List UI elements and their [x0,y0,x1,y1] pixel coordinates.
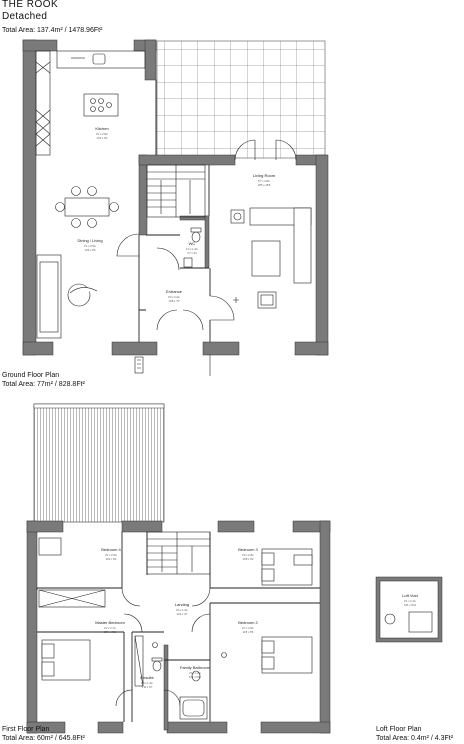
first-floor-walls [26,520,331,734]
room-dims: 6'11 x 5'11 [189,675,202,679]
room-dims: 3'1 x 2.8m [96,132,108,136]
first-floor-title: First Floor Plan [2,726,50,733]
wc-fittings [183,227,202,268]
room-name-bedroom-3: Bedroom 3 [238,547,258,552]
loft-floor-plan [375,576,443,643]
room-dims: 3'3 x 2.8m [242,553,254,557]
bathroom-fittings [134,635,227,720]
room-dims: 18'5 x 15'8 [258,183,271,187]
room-dims: 4'1 x 2.9m [84,244,96,248]
page-subtitle: Detached [2,11,48,22]
ground-floor-walls [22,39,329,356]
room-dims: 10'2 x 8'2 [106,557,117,561]
dining-table [55,186,119,228]
ground-floor-area: Total Area: 77m² / 828.8Ft² [2,381,85,389]
room-dims: 1'4 x 1.3m [186,247,198,251]
first-floor-caption: First Floor Plan Total Area: 60m² / 645.… [2,725,85,744]
room-dims: 11'8 x 8'6 [243,630,254,634]
room-name-family-bathroom: Family Bathroom [180,665,211,670]
room-dims: 3'3 x 2.2m [168,295,180,299]
room-name-kitchen: Kitchen [95,126,108,131]
room-name-entrance: Entrance [166,289,183,294]
room-dims: 10'8 x 7'2 [169,299,180,303]
room-dims: 10'8 x 9'2 [243,557,254,561]
room-name-landing: Landing [175,602,189,607]
room-dims: 10'2 x 9'2 [97,136,108,140]
front-step [134,355,211,376]
room-name-bedroom-4: Bedroom 4 [101,547,121,552]
ground-floor-caption: Ground Floor Plan Total Area: 77m² / 828… [2,371,85,390]
room-dims: 5'7 x 4.8m [258,179,270,183]
first-floor-stairs [146,531,211,575]
first-floor-plan [26,403,331,734]
living-furniture-left [36,254,98,339]
first-floor-doors [115,587,211,707]
room-dims: 6'11 x 6'11 [404,603,417,607]
first-floor-area: Total Area: 60m² / 645.8Ft² [2,735,85,743]
ground-floor-stairs [146,164,206,218]
loft-floor-title: Loft Floor Plan [376,726,422,733]
loft-floor-area: Total Area: 0.4m² / 4.3Ft² [376,735,454,743]
total-area: Total Area: 137.4m² / 1478.96Ft² [2,27,103,34]
patio [156,40,326,159]
room-dims: 2'1 x 2.1m [404,599,416,603]
room-name-dining-living: Dining / Living [77,238,102,243]
ground-floor-plan [22,39,329,376]
room-name-master-bedroom: Master Bedroom [95,620,125,625]
room-dims: 14'4 x 4'7 [177,612,188,616]
room-labels: Kitchen 3'1 x 2.8m 10'2 x 9'2 Dining / L… [77,126,417,689]
ground-floor-doors [116,139,297,331]
room-dims: 13'4 x 9'6 [85,248,96,252]
ground-floor-interior-lines [138,80,211,342]
room-name-loft-void: Loft Void [402,593,418,598]
living-room-furniture [230,207,312,309]
room-dims: 5'11 x 4'7 [142,685,153,689]
room-dims: 2'1 x 1.8m [189,671,201,675]
room-dims: 1'8 x 1.4m [141,681,153,685]
room-name-ensuite: Ensuite [140,675,154,680]
roof-area [33,403,165,523]
room-name-bedroom-2: Bedroom 2 [238,620,258,625]
room-dims: 13'9 x 8'10 [104,630,117,634]
room-dims: 4'7 x 4'3 [187,251,197,255]
room-dims: 4'2 x 2.7m [104,626,116,630]
room-dims: 3'7 x 2.6m [242,626,254,630]
first-floor-furniture [38,537,313,681]
kitchen-fittings [35,50,146,156]
room-dims: 3'1 x 2.5m [105,553,117,557]
ground-floor-title: Ground Floor Plan [2,372,60,379]
room-dims: 4'4 x 1.4m [176,608,188,612]
room-name-living-room: Living Room [253,173,276,178]
loft-floor-caption: Loft Floor Plan Total Area: 0.4m² / 4.3F… [376,725,453,744]
page-title: THE ROOK [2,0,59,10]
room-name-wc: WC [189,241,196,246]
